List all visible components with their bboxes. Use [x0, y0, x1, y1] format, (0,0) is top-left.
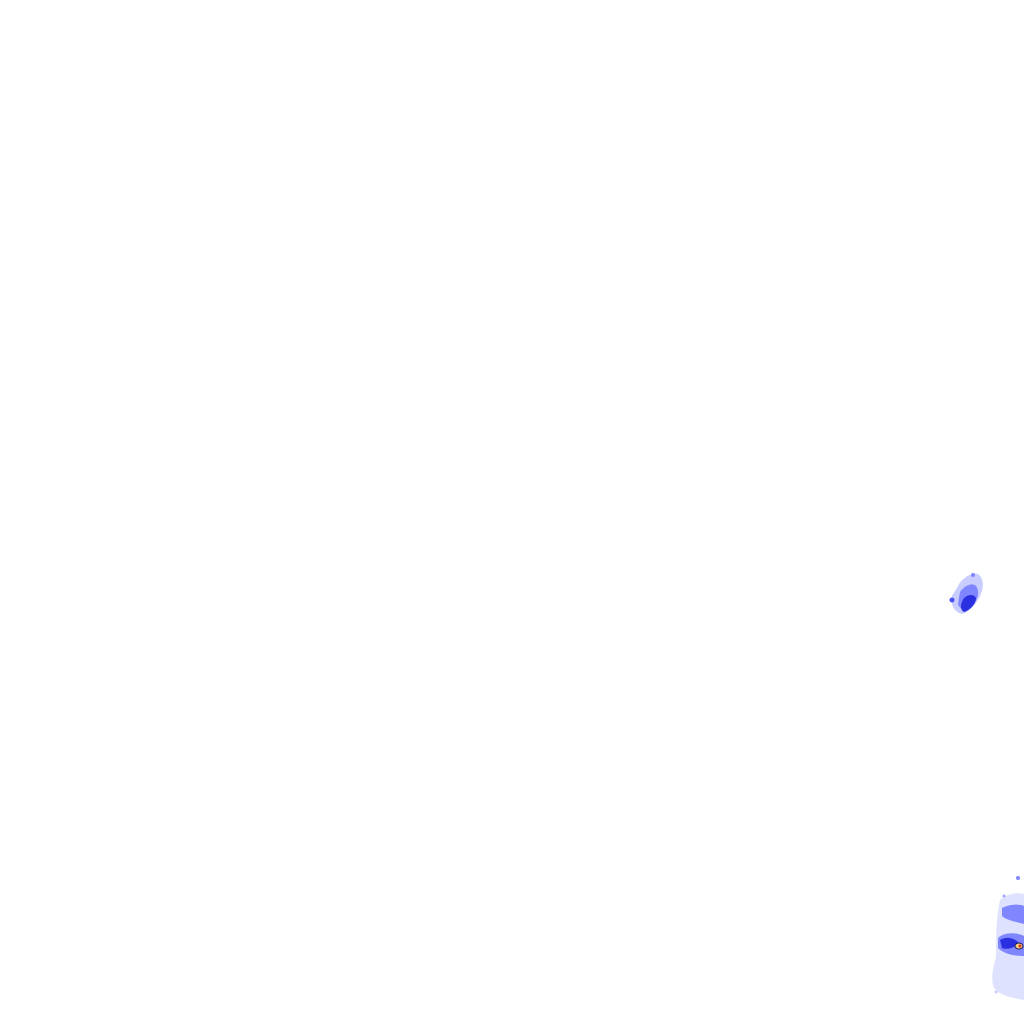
precip-fleck: [1002, 894, 1006, 898]
precip-fleck: [1016, 876, 1020, 880]
precip-cell-southeast: [992, 876, 1024, 1000]
precip-extreme-core: [1018, 944, 1022, 948]
precip-heavy-area: [961, 595, 976, 612]
precip-moderate-area: [1002, 904, 1024, 924]
precip-fleck: [994, 990, 998, 994]
precip-fleck: [949, 597, 955, 603]
precip-heavy-area: [1000, 937, 1018, 949]
precip-cell-east-mid: [949, 573, 983, 614]
precip-fleck: [971, 573, 975, 577]
